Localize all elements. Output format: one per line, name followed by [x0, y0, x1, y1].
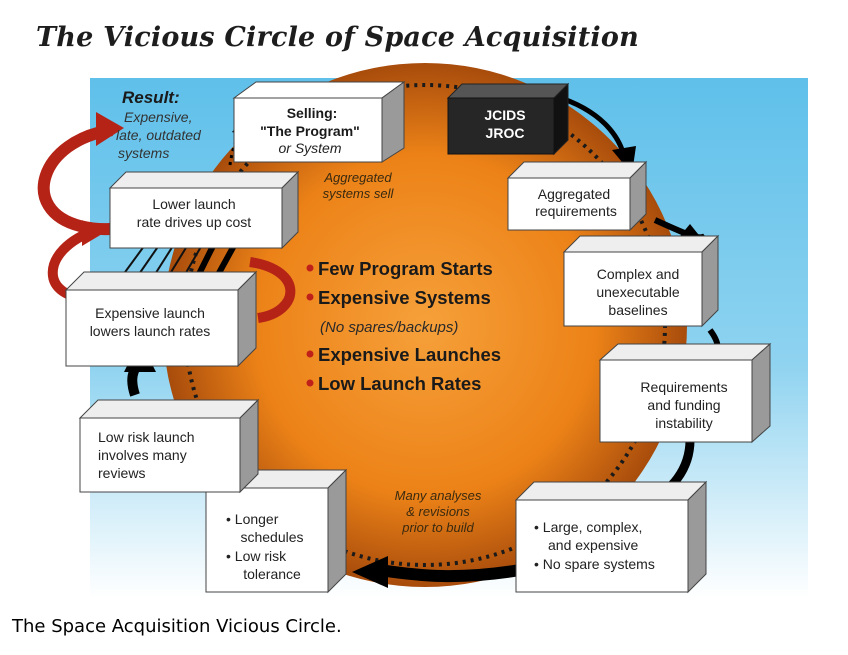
longer-line-4: tolerance [243, 566, 301, 582]
jcids-line-1: JCIDS [484, 107, 525, 123]
diagram-title: The Vicious Circle of Space Acquisition [36, 22, 639, 53]
complex-line-1: Complex and [597, 266, 680, 282]
selling-line-1: Selling: [287, 105, 338, 121]
aggregated-sell-line-1: Aggregated [323, 170, 392, 185]
box-lower-launch-rate: Lower launch rate drives up cost [108, 170, 300, 250]
longer-line-3: • Low risk [226, 548, 287, 564]
large-line-2: and expensive [548, 537, 639, 553]
box-large-complex: • Large, complex, and expensive • No spa… [514, 480, 708, 594]
box-jcids: JCIDS JROC [446, 82, 570, 156]
center-item-3: Expensive Launches [318, 344, 501, 365]
box-selling: Selling: "The Program" or System [232, 81, 406, 163]
center-item-4: Low Launch Rates [318, 373, 481, 394]
large-line-1: • Large, complex, [534, 519, 642, 535]
instability-line-2: and funding [647, 397, 720, 413]
selling-line-2: "The Program" [260, 123, 360, 139]
lowrisk-line-1: Low risk launch [98, 429, 195, 445]
complex-line-3: baselines [608, 302, 667, 318]
lower-launch-line-1: Lower launch [152, 196, 235, 212]
box-low-risk-launch: Low risk launch involves many reviews [78, 398, 260, 494]
box-complex-baselines: Complex and unexecutable baselines [562, 234, 720, 328]
lowrisk-line-3: reviews [98, 465, 145, 481]
box-longer-schedules: • Longer schedules • Low risk tolerance [204, 468, 348, 594]
box-aggregated-requirements: Aggregated requirements [506, 160, 648, 232]
lowrisk-line-2: involves many [98, 447, 187, 463]
center-note: (No spares/backups) [320, 319, 458, 336]
lower-launch-line-2: rate drives up cost [137, 214, 251, 230]
instability-line-1: Requirements [640, 379, 727, 395]
red-loop-arrow-right [249, 257, 296, 323]
longer-line-2: schedules [240, 529, 303, 545]
large-line-3: • No spare systems [534, 556, 655, 572]
center-item-2: Expensive Systems [318, 287, 491, 308]
result-title: Result: [122, 88, 180, 107]
figure-caption: The Space Acquisition Vicious Circle. [12, 616, 342, 637]
center-item-1: Few Program Starts [318, 258, 493, 279]
jcids-line-2: JROC [486, 125, 525, 141]
expensive-launch-line-2: lowers launch rates [90, 323, 211, 339]
many-analyses-line-3: prior to build [401, 520, 474, 535]
box-funding-instability: Requirements and funding instability [598, 342, 772, 444]
many-analyses-line-1: Many analyses [395, 488, 482, 503]
result-line-1: Expensive, [124, 109, 192, 125]
longer-line-1: • Longer [226, 511, 279, 527]
complex-line-2: unexecutable [596, 284, 680, 300]
result-line-3: systems [118, 145, 169, 161]
many-analyses-line-2: & revisions [406, 504, 470, 519]
center-bullet-list: Few Program Starts Expensive Systems (No… [306, 258, 501, 394]
instability-line-3: instability [655, 415, 713, 431]
selling-line-3: or System [278, 140, 341, 156]
expensive-launch-line-1: Expensive launch [95, 305, 205, 321]
aggregated-sell-line-2: systems sell [323, 186, 395, 201]
box-expensive-launch: Expensive launch lowers launch rates [64, 270, 258, 368]
aggregated-line-2: requirements [535, 203, 617, 219]
aggregated-line-1: Aggregated [538, 186, 610, 202]
result-line-2: late, outdated [116, 127, 202, 143]
